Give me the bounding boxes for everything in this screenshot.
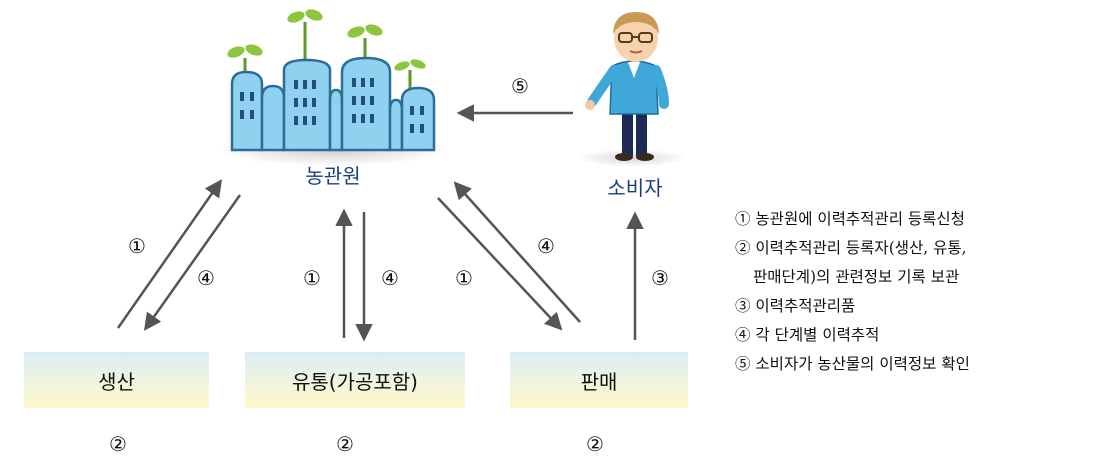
production-box: 생산 bbox=[24, 352, 209, 408]
building-illustration bbox=[218, 9, 448, 166]
legend: ① 농관원에 이력추적관리 등록신청 ② 이력추적관리 등록자(생산, 유통, … bbox=[735, 205, 1095, 379]
arrow-sales-up bbox=[453, 181, 581, 323]
legend-item-4: ④ 각 단계별 이력추적 bbox=[735, 326, 880, 344]
legend-item-1: ① 농관원에 이력추적관리 등록신청 bbox=[735, 210, 965, 228]
marker-distribution-1: ① bbox=[303, 266, 321, 290]
marker-distribution-2: ② bbox=[336, 432, 354, 456]
legend-item-5: ⑤ 소비자가 농산물의 이력정보 확인 bbox=[735, 355, 970, 373]
marker-sales-2: ② bbox=[586, 432, 604, 456]
arrow-sales-down bbox=[437, 197, 563, 331]
marker-sales-4: ④ bbox=[537, 234, 555, 258]
nongkwanwon-label: 농관원 bbox=[305, 164, 361, 188]
flow-arrows bbox=[116, 104, 644, 342]
marker-distribution-4: ④ bbox=[381, 266, 399, 290]
marker-consumer-3: ③ bbox=[651, 266, 669, 290]
legend-item-2-cont: 판매단계)의 관련정보 기록 보관 bbox=[753, 268, 960, 286]
arrow-production-up bbox=[116, 179, 223, 329]
sales-box: 판매 bbox=[510, 352, 688, 408]
legend-item-2: ② 이력추적관리 등록자(생산, 유통, bbox=[735, 239, 967, 257]
consumer-person-icon bbox=[577, 12, 687, 167]
consumer-label: 소비자 bbox=[607, 176, 663, 200]
arrow-production-down bbox=[143, 194, 242, 331]
marker-5: ⑤ bbox=[511, 74, 529, 98]
distribution-box: 유통(가공포함) bbox=[245, 352, 465, 408]
legend-item-3: ③ 이력추적관리품 bbox=[735, 297, 856, 315]
marker-production-1: ① bbox=[128, 234, 146, 258]
marker-sales-1: ① bbox=[455, 266, 473, 290]
marker-production-4: ④ bbox=[197, 266, 215, 290]
marker-production-2: ② bbox=[109, 432, 127, 456]
